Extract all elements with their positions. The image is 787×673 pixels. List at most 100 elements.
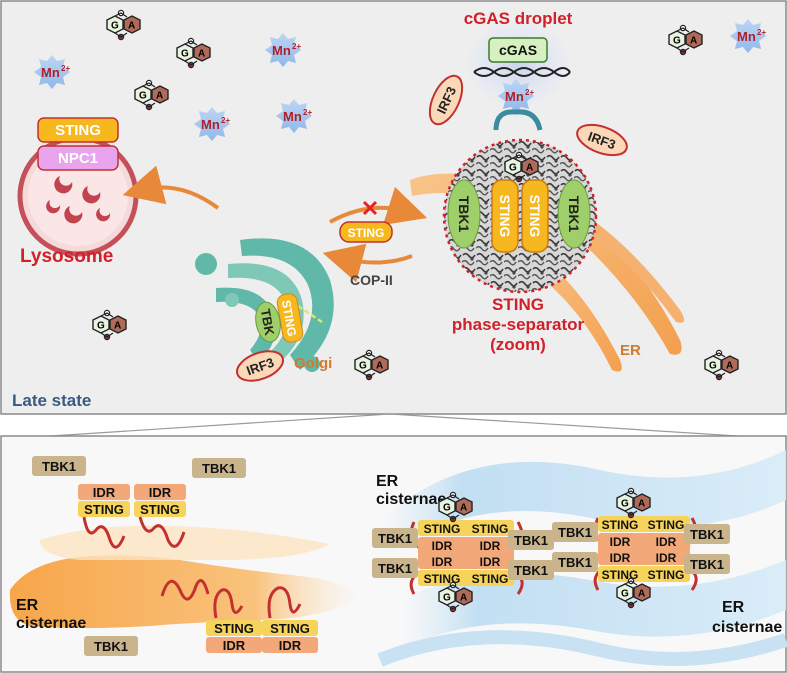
- droplet-tether: [493, 109, 543, 131]
- golgi-label: Golgi: [294, 355, 332, 372]
- tbk1-box: TBK1: [84, 636, 138, 656]
- svg-text:Mn: Mn: [201, 117, 220, 132]
- bottom-er-left: [9, 555, 360, 628]
- svg-text:STING: STING: [472, 522, 509, 536]
- transport-sting: STING: [339, 221, 393, 243]
- svg-text:A: A: [114, 321, 121, 332]
- mn-ion: Mn 2+: [34, 55, 70, 89]
- er-cisternae-right-top-1: ER: [376, 473, 399, 490]
- phase-separator-title-3: (zoom): [490, 335, 546, 354]
- svg-text:2+: 2+: [61, 64, 70, 73]
- svg-text:G: G: [509, 163, 517, 174]
- svg-text:IDR: IDR: [610, 551, 631, 565]
- svg-text:TBK1: TBK1: [42, 459, 76, 474]
- svg-text:2+: 2+: [221, 116, 230, 125]
- arrow-copii: [322, 243, 413, 283]
- svg-text:STING: STING: [279, 299, 299, 338]
- sting-idr-pair: STING IDR: [262, 586, 318, 653]
- idr-sting-pair: IDR STING: [78, 484, 130, 549]
- lysosome-sting-box: STING: [37, 117, 119, 143]
- svg-text:A: A: [156, 91, 163, 102]
- cgamp-molecule: G A: [106, 9, 141, 41]
- svg-text:TBK1: TBK1: [566, 196, 582, 233]
- er-cisternae-right-bottom-2: cisternae: [712, 619, 782, 636]
- svg-text:G: G: [181, 49, 189, 60]
- tbk1-box: TBK1: [192, 458, 246, 478]
- er-label: ER: [620, 342, 641, 359]
- svg-text:TBK1: TBK1: [514, 533, 548, 548]
- cgamp-molecule: G A: [354, 349, 389, 381]
- svg-text:2+: 2+: [525, 88, 534, 97]
- cgamp-molecule: G A: [134, 79, 169, 111]
- svg-text:IDR: IDR: [432, 539, 453, 553]
- svg-text:G: G: [673, 36, 681, 47]
- svg-text:IDR: IDR: [656, 551, 677, 565]
- er-cisternae-left-1: ER: [16, 597, 39, 614]
- svg-text:Mn: Mn: [737, 29, 756, 44]
- tbk1-box: TBK1: [552, 552, 598, 572]
- mn-ion: Mn 2+: [194, 107, 230, 141]
- svg-text:TBK1: TBK1: [514, 563, 548, 578]
- golgi-tbk: TBK: [255, 301, 281, 343]
- phase-separator-title-2: phase-separator: [452, 315, 585, 334]
- idr-loop: [160, 579, 210, 601]
- svg-text:STING: STING: [55, 122, 101, 139]
- phase-separator-title-1: STING: [492, 295, 544, 314]
- cgas-droplet-title: cGAS droplet: [464, 9, 573, 28]
- svg-text:TBK1: TBK1: [378, 561, 412, 576]
- mn-ion: Mn 2+: [265, 33, 301, 67]
- svg-text:IDR: IDR: [223, 638, 246, 653]
- svg-text:A: A: [726, 361, 733, 372]
- svg-text:STING: STING: [648, 518, 685, 532]
- svg-text:NPC1: NPC1: [58, 150, 98, 167]
- svg-text:STING: STING: [527, 195, 543, 238]
- svg-text:STING: STING: [140, 502, 180, 517]
- svg-text:A: A: [376, 361, 383, 372]
- svg-text:TBK1: TBK1: [690, 557, 724, 572]
- svg-text:IDR: IDR: [610, 535, 631, 549]
- cgamp-molecule: G A: [438, 581, 473, 613]
- cgas-box: cGAS: [488, 37, 548, 63]
- bottom-er-left-upper: [40, 525, 330, 560]
- svg-text:IDR: IDR: [149, 485, 172, 500]
- svg-text:G: G: [621, 499, 629, 510]
- svg-text:STING: STING: [214, 621, 254, 636]
- idr-sting-pair: IDR STING: [134, 484, 186, 548]
- cgamp-molecule: G A: [504, 151, 539, 183]
- svg-text:A: A: [638, 589, 645, 600]
- cgamp-molecule: G A: [176, 37, 211, 69]
- cgamp-molecule: G A: [616, 487, 651, 519]
- svg-text:G: G: [709, 361, 717, 372]
- lysosome-label: Lysosome: [20, 246, 113, 267]
- svg-text:STING: STING: [84, 502, 124, 517]
- zoom-tbk1-left: TBK1: [447, 179, 481, 249]
- svg-text:A: A: [460, 503, 467, 514]
- svg-text:IDR: IDR: [93, 485, 116, 500]
- golgi-sting: STING: [276, 293, 304, 343]
- svg-text:IDR: IDR: [480, 539, 501, 553]
- zoom-sting-right: STING: [521, 179, 549, 253]
- svg-text:Mn: Mn: [272, 43, 291, 58]
- svg-text:Mn: Mn: [283, 109, 302, 124]
- cgamp-molecule: G A: [616, 577, 651, 609]
- svg-text:TBK1: TBK1: [456, 196, 472, 233]
- svg-text:A: A: [526, 163, 533, 174]
- er-cisternae-right-top-2: cisternae: [376, 491, 446, 508]
- tbk1-box: TBK1: [372, 528, 418, 548]
- svg-text:TBK1: TBK1: [202, 461, 236, 476]
- tbk1-box: TBK1: [508, 560, 554, 580]
- svg-text:TBK: TBK: [258, 308, 278, 338]
- irf3-protein: IRF3: [576, 123, 628, 157]
- zoom-sting-left: STING: [491, 179, 519, 253]
- svg-text:STING: STING: [648, 568, 685, 582]
- sting-cluster: STING STING IDR IDR IDR IDR STING STING: [409, 520, 524, 595]
- svg-text:cGAS: cGAS: [499, 42, 537, 58]
- sting-cluster: STING STING IDR IDR IDR IDR STING STING: [593, 516, 698, 591]
- svg-text:Mn: Mn: [505, 89, 524, 104]
- state-label: Late state: [12, 391, 91, 410]
- dna-helix: [473, 67, 571, 77]
- er-cisternae-right-bottom-1: ER: [722, 599, 745, 616]
- svg-text:STING: STING: [424, 522, 461, 536]
- svg-text:A: A: [128, 21, 135, 32]
- cgamp-molecule: G A: [704, 349, 739, 381]
